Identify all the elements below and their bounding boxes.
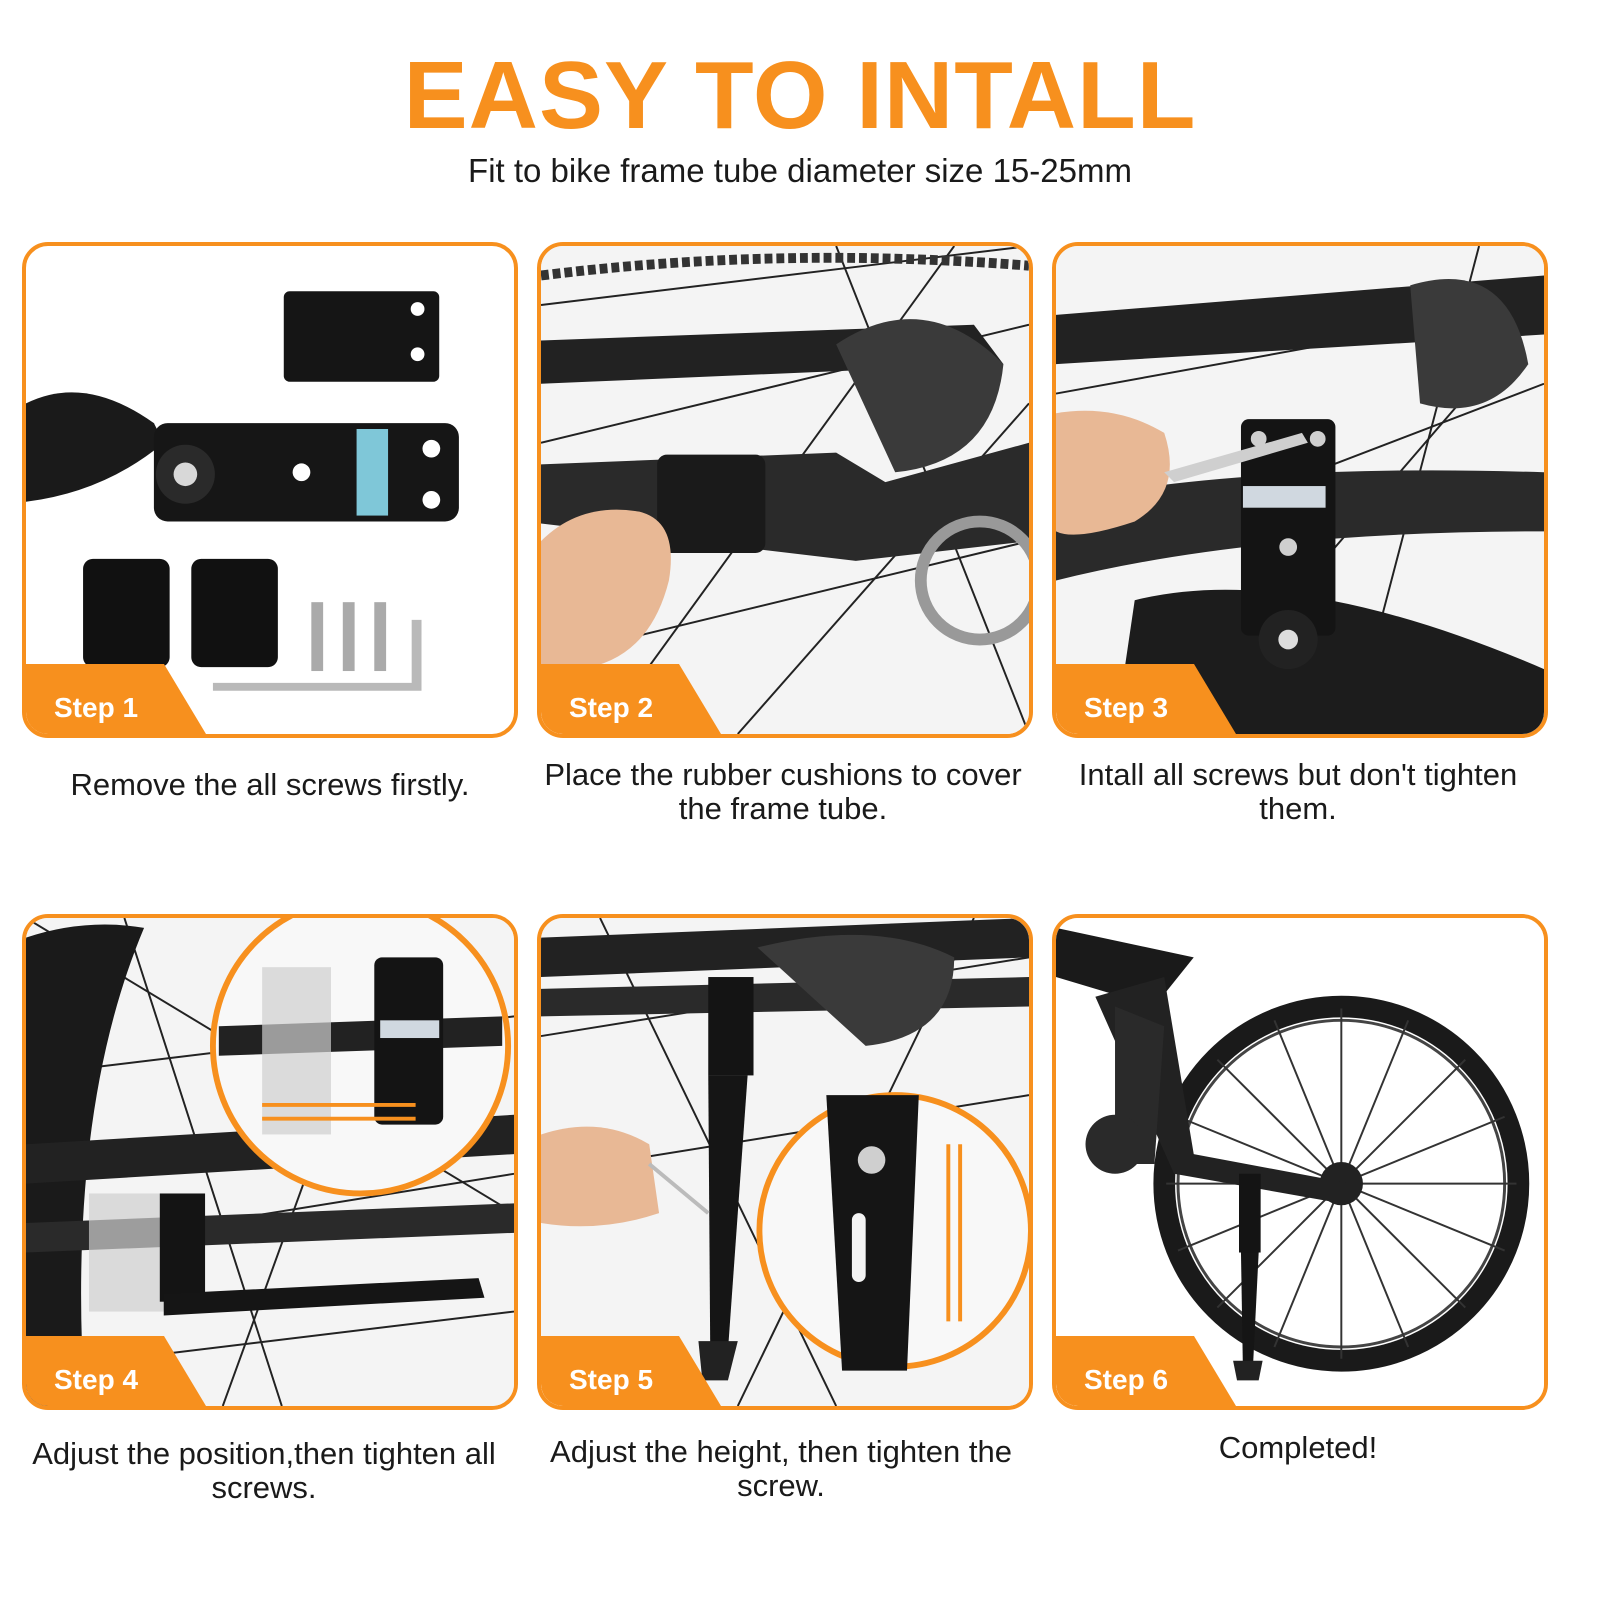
step-2-card: Step 2 xyxy=(537,242,1033,738)
step-1-caption: Remove the all screws firstly. xyxy=(70,767,470,802)
step-6-card: Step 6 xyxy=(1052,914,1548,1410)
page-title: EASY TO INTALL xyxy=(403,42,1197,149)
step-5-card: Step 5 xyxy=(537,914,1033,1410)
step-3-card: Step 3 xyxy=(1052,242,1548,738)
step-6-caption: Completed! xyxy=(1218,1430,1378,1465)
step-6-label: Step 6 xyxy=(1084,1364,1169,1395)
completed-bike-photo xyxy=(1056,918,1544,1406)
step-3-label: Step 3 xyxy=(1084,692,1169,723)
rubber-cushion-photo xyxy=(541,246,1029,734)
step-5-caption: Adjust the height, then tighten the scre… xyxy=(550,1434,1012,1503)
install-screws-photo xyxy=(1056,246,1544,734)
step-5-label: Step 5 xyxy=(569,1364,654,1395)
step-1-card: Step 1 xyxy=(22,242,518,738)
step-1-label: Step 1 xyxy=(54,692,139,723)
adjust-position-photo xyxy=(26,918,514,1406)
step-3-caption: Intall all screws but don't tighten them… xyxy=(1078,757,1518,826)
kickstand-parts-image xyxy=(26,291,459,691)
step-4-caption: Adjust the position,then tighten all scr… xyxy=(32,1436,496,1505)
step-4-label: Step 4 xyxy=(54,1364,139,1395)
step-2-label: Step 2 xyxy=(569,692,654,723)
page-subtitle: Fit to bike frame tube diameter size 15-… xyxy=(468,152,1132,189)
adjust-height-photo xyxy=(541,918,1029,1406)
step-4-card: Step 4 xyxy=(22,914,518,1410)
step-2-caption: Place the rubber cushions to cover the f… xyxy=(544,757,1022,826)
